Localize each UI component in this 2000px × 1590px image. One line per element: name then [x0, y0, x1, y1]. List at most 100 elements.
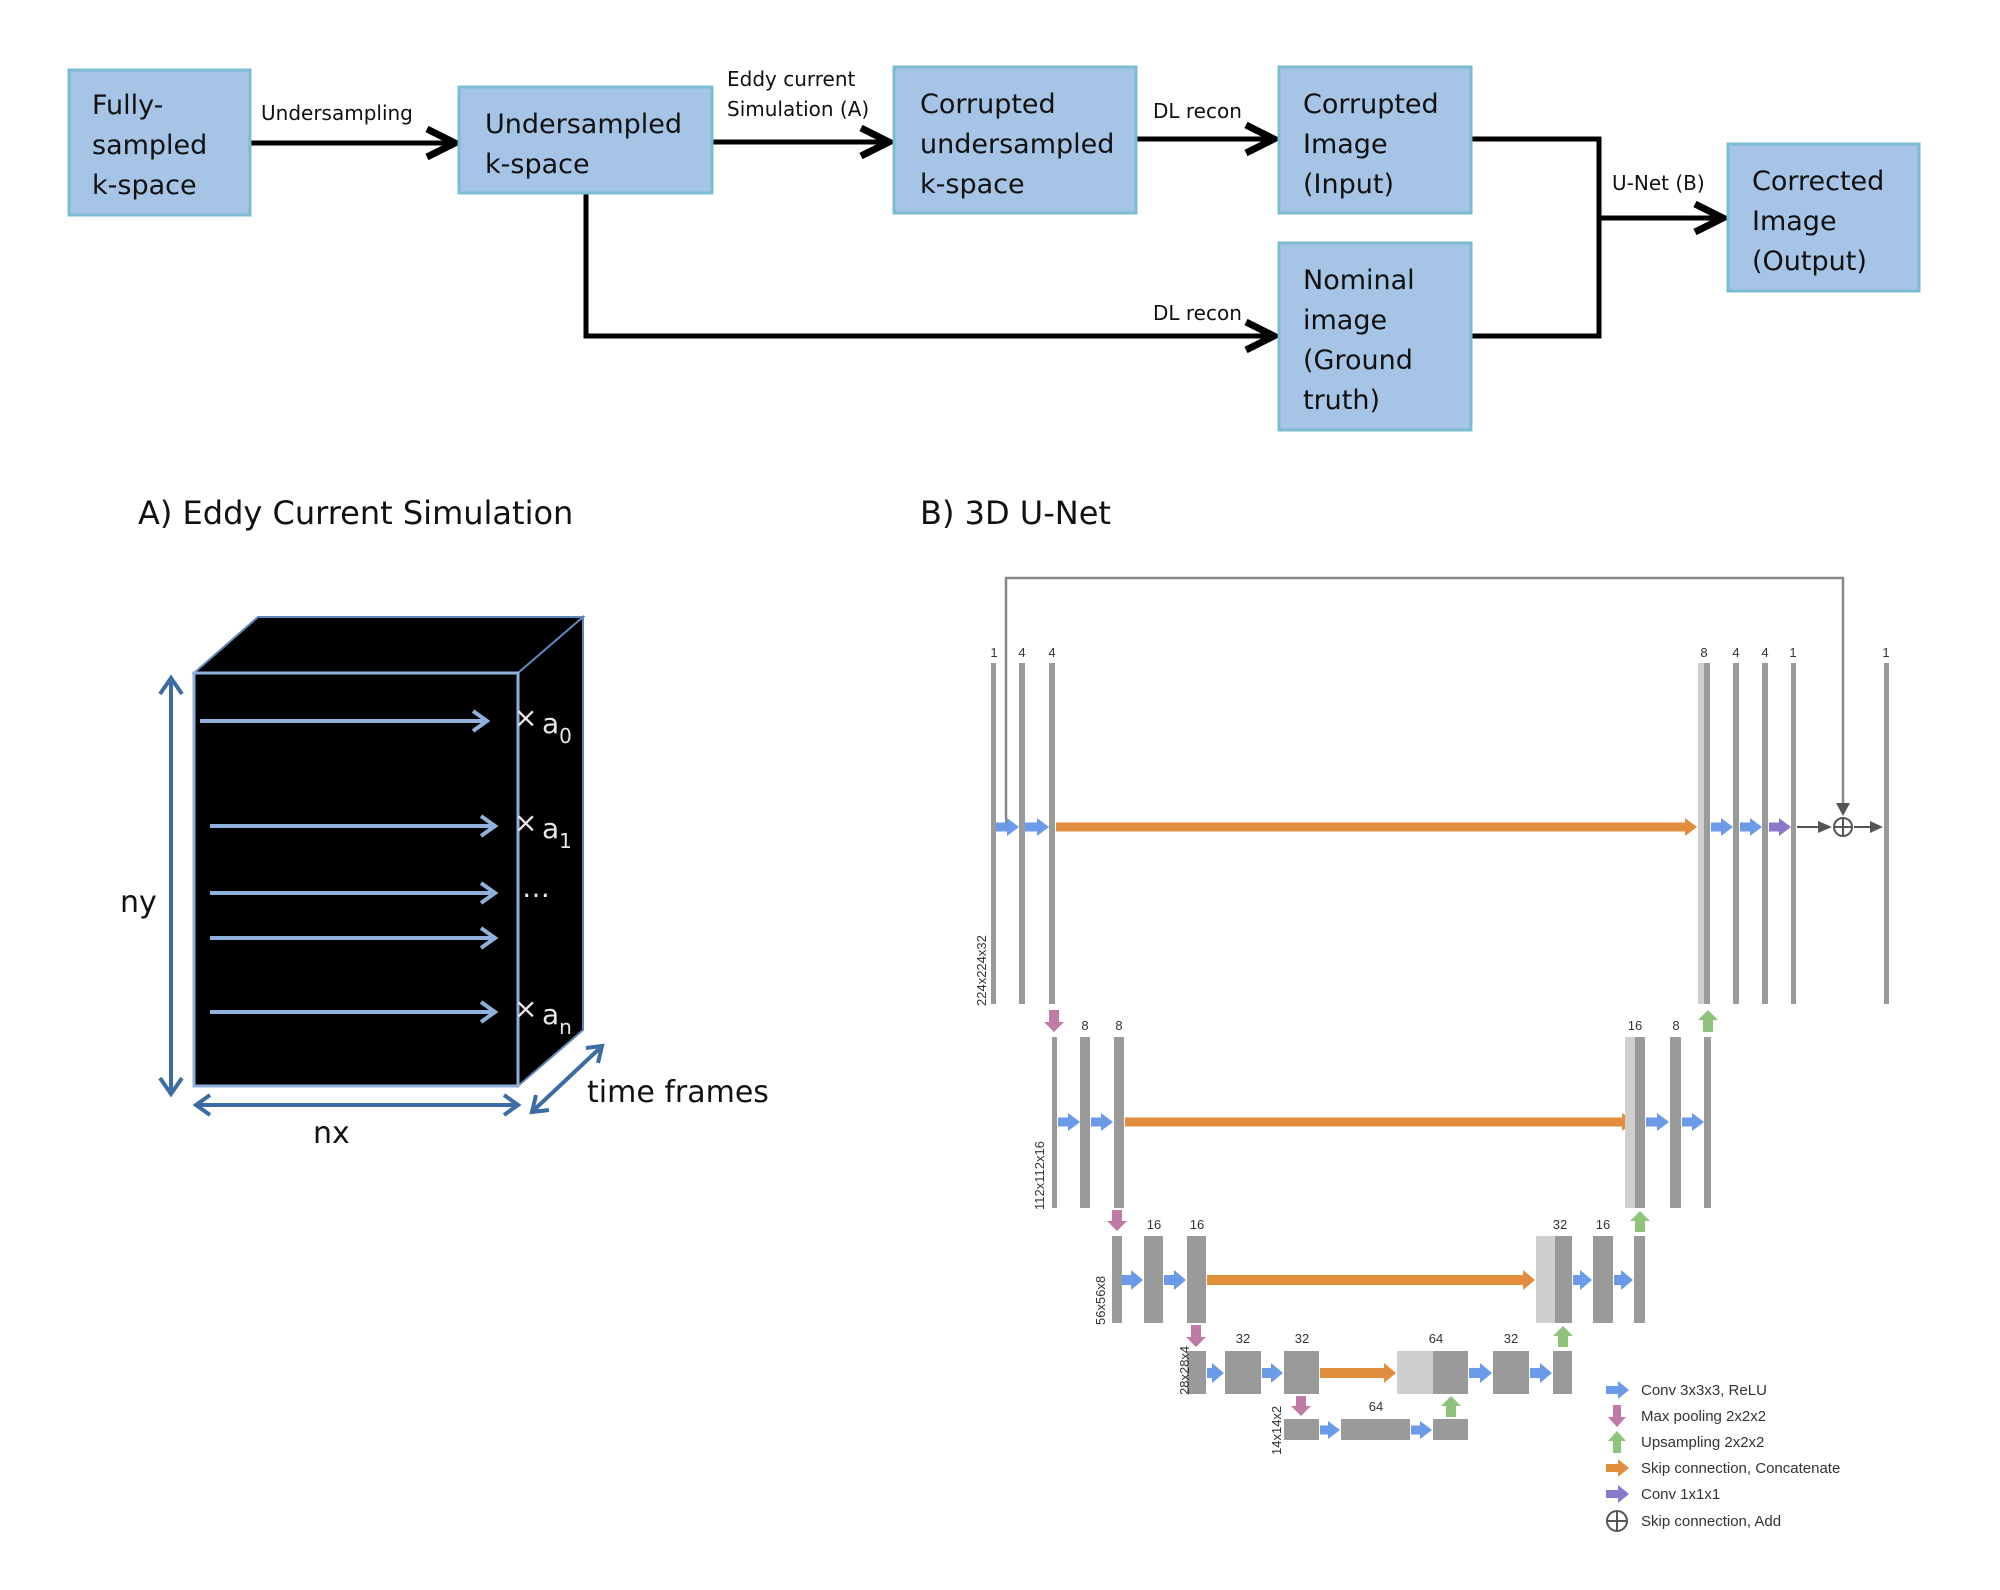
arrow-dl-recon-bottom [583, 193, 1274, 336]
box-text: (Ground [1303, 345, 1413, 376]
maxpool-arrow-head [1044, 1022, 1064, 1032]
skip-concat-arrow-shaft [1207, 1275, 1525, 1285]
box-text: Undersampled [485, 109, 682, 140]
conv1x1-arrow-head [1779, 818, 1791, 836]
conv-arrow-head [1101, 1113, 1113, 1131]
feature-map [1704, 663, 1710, 1004]
feature-map [1670, 1037, 1681, 1208]
box-text: Corrupted [920, 89, 1056, 120]
feature-map [1019, 663, 1025, 1004]
legend-label: Max pooling 2x2x2 [1641, 1408, 1766, 1425]
feature-map-concat [1698, 663, 1704, 1004]
orange-right-arrow-icon [1606, 1464, 1619, 1472]
conv-arrow-head [1540, 1363, 1552, 1383]
conv-arrow-head [1692, 1113, 1704, 1131]
conv-arrow-head [1580, 1270, 1592, 1290]
box-text: Fully- [92, 90, 163, 121]
box-text: sampled [92, 130, 207, 161]
feature-map [1493, 1351, 1529, 1394]
row-arrow-head [479, 881, 499, 905]
legend-label: Skip connection, Concatenate [1641, 1460, 1840, 1477]
conv-arrow-shaft [996, 822, 1009, 832]
feature-map [1225, 1351, 1261, 1394]
time-frames-axis-arrow [529, 1043, 605, 1115]
conv-arrow-head [1271, 1363, 1283, 1383]
legend-label: Conv 1x1x1 [1641, 1486, 1720, 1503]
box-text: image [1303, 305, 1387, 336]
conv-arrow-shaft [1262, 1368, 1273, 1378]
box-text: (Output) [1752, 246, 1867, 277]
conv-arrow-head [1007, 818, 1019, 836]
row-arrow-head [479, 1000, 499, 1024]
feature-map [1555, 1236, 1572, 1323]
conv-arrow-shaft [1411, 1425, 1422, 1435]
channel-label: 4 [1018, 645, 1025, 660]
feature-map [1112, 1236, 1122, 1323]
conv-arrow-head [1068, 1113, 1080, 1131]
channel-label: 1 [1789, 645, 1796, 660]
conv-arrow-head [1131, 1270, 1143, 1290]
channel-label: 8 [1700, 645, 1707, 660]
upsample-arrow-head [1630, 1211, 1650, 1221]
level-size-label: 14x14x2 [1269, 1406, 1284, 1455]
feature-map [1284, 1419, 1319, 1440]
residual-skip-head [1836, 803, 1850, 816]
box-text: Nominal [1303, 265, 1415, 296]
channel-label: 1 [990, 645, 997, 660]
blue-right-arrow-icon [1618, 1381, 1629, 1399]
conv-arrow-shaft [1091, 1117, 1103, 1127]
maxpool-arrow-shaft [1049, 1010, 1059, 1023]
multiply-symbol: × [514, 806, 537, 839]
conv-arrow-shaft [1646, 1117, 1659, 1127]
time-frames-label: time frames [587, 1075, 769, 1110]
skip-concat-arrow-head [1384, 1363, 1396, 1383]
cube-front-face [192, 671, 520, 1088]
orange-right-arrow-icon [1618, 1459, 1629, 1477]
level-size-label: 112x112x16 [1032, 1141, 1047, 1210]
level-size-label: 56x56x8 [1093, 1276, 1108, 1325]
box-text: k-space [92, 170, 197, 201]
label-unet-b: U-Net (B) [1612, 171, 1705, 195]
data-cube [191, 614, 586, 1089]
legend-label: Conv 3x3x3, ReLU [1641, 1382, 1767, 1399]
blue-right-arrow-icon [1606, 1386, 1619, 1394]
row-arrow-head [479, 814, 499, 838]
conv-arrow-head [1750, 818, 1762, 836]
channel-label: 4 [1048, 645, 1055, 660]
channel-label: 16 [1596, 1217, 1610, 1232]
maxpool-arrow-shaft [1191, 1325, 1201, 1338]
legend-label: Skip connection, Add [1641, 1513, 1781, 1530]
channel-label: 4 [1732, 645, 1739, 660]
legend-label: Upsampling 2x2x2 [1641, 1434, 1764, 1451]
box-text: Corrected [1752, 166, 1884, 197]
conv-arrow-shaft [1711, 822, 1723, 832]
upsample-arrow-head [1553, 1326, 1573, 1336]
box-text: truth) [1303, 385, 1380, 416]
feature-map [1187, 1236, 1206, 1323]
panel-a-title: A) Eddy Current Simulation [138, 494, 573, 532]
feature-map [1080, 1037, 1090, 1208]
channel-label: 8 [1081, 1018, 1088, 1033]
level-size-label: 28x28x4 [1177, 1346, 1192, 1395]
conv-arrow-shaft [1614, 1275, 1623, 1285]
purple-right-arrow-icon [1618, 1485, 1629, 1503]
channel-label: 1 [1882, 645, 1889, 660]
multiply-symbol: × [514, 701, 537, 734]
legend-item: Max pooling 2x2x2 [1608, 1405, 1766, 1427]
ny-label: ny [120, 885, 157, 920]
channel-label: 64 [1369, 1399, 1383, 1414]
row-arrow-head [471, 709, 491, 733]
level-size-label: 224x224x32 [974, 935, 989, 1006]
output-arrow-head [1870, 821, 1883, 833]
maxpool-arrow-shaft [1112, 1210, 1122, 1222]
feature-map [1187, 1351, 1206, 1394]
skip-concat-arrow-head [1685, 818, 1697, 836]
channel-label: 4 [1761, 645, 1768, 660]
label-dl-recon-bottom: DL recon [1153, 301, 1242, 325]
upsample-arrow-head [1698, 1010, 1718, 1020]
